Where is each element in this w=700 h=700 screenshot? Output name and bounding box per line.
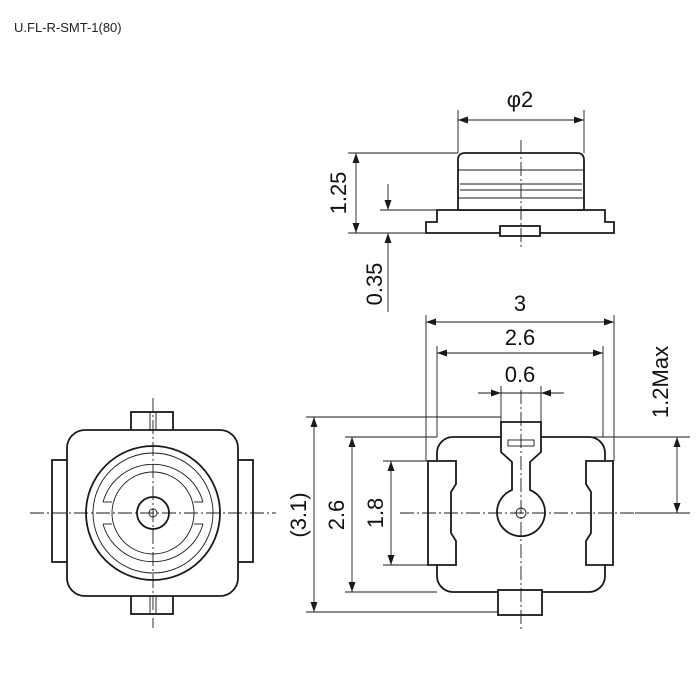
footprint-view: 3 2.6 0.6 1.2Max (3.1) 2.	[286, 291, 690, 632]
side-view: φ2 1.25 0.35	[326, 87, 615, 312]
part-number-title: U.FL-R-SMT-1(80)	[14, 20, 122, 35]
dim-pin-width: 0.6	[505, 362, 536, 387]
dim-pad-length: 1.8	[363, 498, 388, 529]
side-view-base	[425, 209, 615, 234]
dim-side-height: 1.25	[326, 172, 351, 215]
dim-top-diameter: φ2	[507, 87, 534, 112]
dim-base-thickness: 0.35	[362, 263, 387, 306]
dim-depth-body: 2.6	[324, 500, 349, 531]
top-view	[30, 398, 276, 628]
dim-depth-overall: (3.1)	[286, 492, 311, 537]
footprint-left-pad	[427, 460, 457, 566]
dim-max-offset: 1.2Max	[648, 346, 673, 418]
dim-width-body: 2.6	[505, 325, 536, 350]
dim-width-overall: 3	[514, 291, 526, 316]
side-view-cylinder	[457, 152, 585, 211]
